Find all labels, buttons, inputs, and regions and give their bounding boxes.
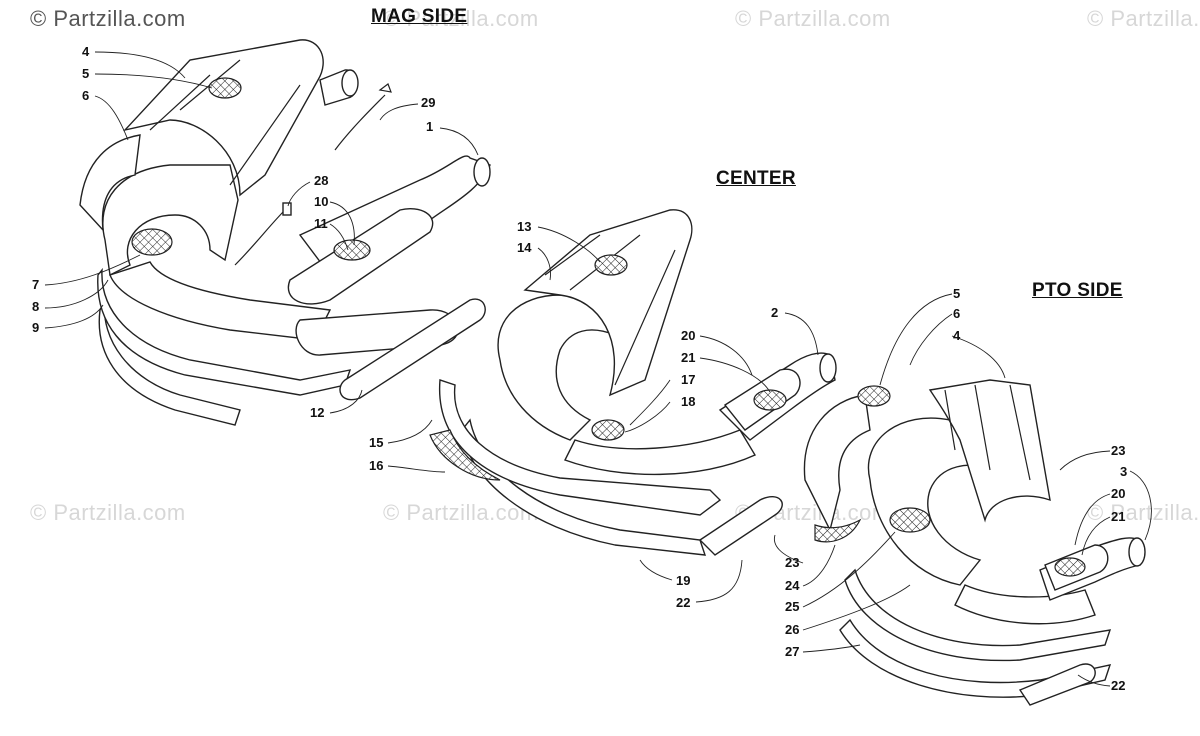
- callout-number: 6: [953, 306, 961, 321]
- callout-number: 20: [681, 328, 696, 343]
- callout-number: 21: [1111, 509, 1126, 524]
- mag-side-assembly: [79, 39, 491, 426]
- callout-number: 5: [953, 286, 961, 301]
- callout-number: 6: [82, 88, 90, 103]
- callout-number: 13: [517, 219, 532, 234]
- chamber-pipe: [564, 429, 757, 476]
- callout-number: 15: [369, 435, 384, 450]
- callout-number: 23: [785, 555, 800, 570]
- mesh-insulation: [429, 429, 501, 481]
- callout-number: 7: [32, 277, 40, 292]
- upper-heat-shield: [928, 379, 1051, 523]
- lower-heat-shield: [98, 299, 241, 426]
- callout-number: 22: [1111, 678, 1126, 693]
- side-shield: [79, 134, 141, 233]
- callout-number: 4: [953, 328, 961, 343]
- exhaust-spring: [334, 83, 392, 151]
- mesh-insulation: [131, 228, 173, 256]
- callout-number: 11: [314, 216, 328, 231]
- mesh-insulation: [208, 77, 242, 99]
- callout-number: 3: [1120, 464, 1128, 479]
- upper-heat-shield: [122, 39, 324, 197]
- callout-number: 1: [426, 119, 434, 134]
- callout-number: 22: [676, 595, 691, 610]
- callout-number: 27: [785, 644, 800, 659]
- callout-number: 26: [785, 622, 800, 637]
- callout-number: 29: [421, 95, 436, 110]
- callout-number: 21: [681, 350, 696, 365]
- callout-number: 20: [1111, 486, 1126, 501]
- callout-number: 24: [785, 578, 800, 593]
- callout-number: 19: [676, 573, 691, 588]
- mesh-insulation: [333, 239, 371, 261]
- section-title-center: CENTER: [716, 168, 796, 189]
- section-title-pto-side: PTO SIDE: [1032, 280, 1123, 301]
- callout-number: 8: [32, 299, 40, 314]
- mesh-insulation: [1054, 557, 1086, 577]
- chamber-pipe: [954, 584, 1096, 625]
- pto-side-assembly: [803, 379, 1146, 706]
- exhaust-spring: [234, 209, 286, 266]
- expansion-chamber: [102, 164, 239, 277]
- lower-pipe-shield: [339, 298, 486, 401]
- expansion-chamber: [497, 294, 621, 441]
- bottom-shield: [844, 568, 1112, 662]
- upper-heat-shield: [523, 209, 693, 397]
- watermark: © Partzilla.com: [735, 6, 891, 31]
- mesh-insulation: [594, 254, 628, 276]
- center-assembly: [429, 209, 837, 556]
- watermark: © Partzilla.com: [1087, 500, 1200, 525]
- side-shield: [698, 496, 783, 556]
- callout-number: 10: [314, 194, 329, 209]
- mesh-insulation: [814, 518, 862, 543]
- callout-number: 28: [314, 173, 329, 188]
- callout-number: 4: [82, 44, 90, 59]
- callout-number: 5: [82, 66, 90, 81]
- watermark: © Partzilla.com: [383, 500, 539, 525]
- callout-number: 16: [369, 458, 384, 473]
- section-title-mag-side: MAG SIDE: [371, 6, 468, 27]
- callout-number: 23: [1111, 443, 1126, 458]
- watermark-main: © Partzilla.com: [30, 6, 186, 31]
- leader-lines: [44, 51, 1152, 687]
- callout-number: 9: [32, 320, 40, 335]
- callout-number: 17: [681, 372, 696, 387]
- callout-number: 18: [681, 394, 696, 409]
- mesh-insulation: [591, 419, 625, 441]
- callout-number: 25: [785, 599, 800, 614]
- callout-number: 2: [771, 305, 779, 320]
- watermark: © Partzilla.com: [30, 500, 186, 525]
- callout-number: 12: [310, 405, 325, 420]
- mesh-insulation: [857, 385, 891, 407]
- mesh-insulation: [753, 389, 787, 411]
- side-shield-left: [803, 394, 871, 533]
- watermark: © Partzilla.com: [1087, 6, 1200, 31]
- watermark: © Partzilla.com: [383, 6, 539, 31]
- mesh-insulation: [889, 507, 931, 533]
- callout-number: 14: [517, 240, 532, 255]
